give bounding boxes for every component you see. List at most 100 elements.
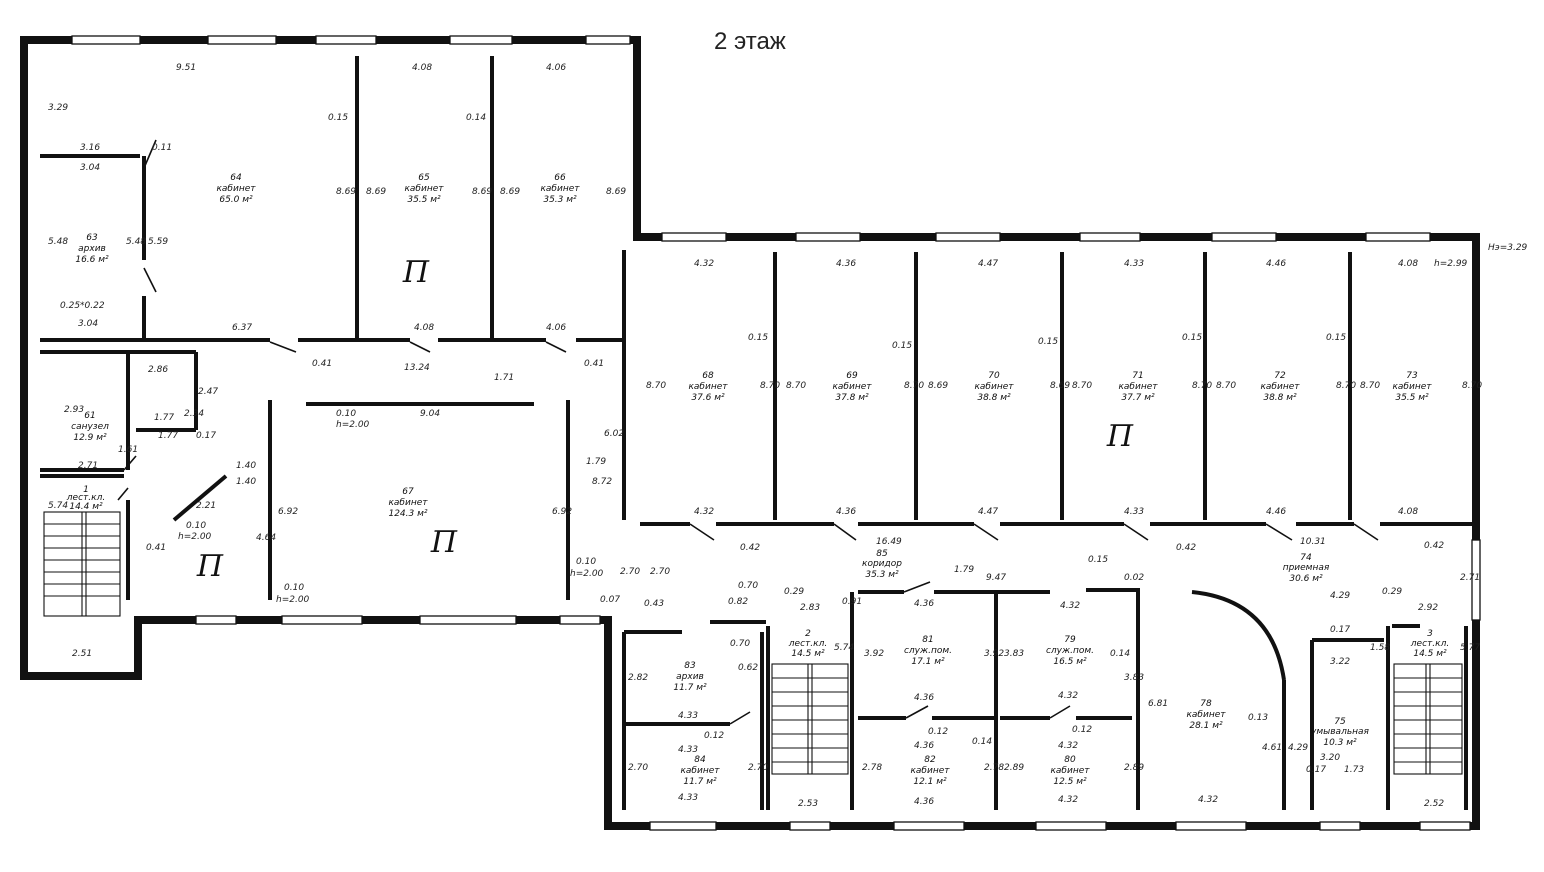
- room-type: кабинет: [388, 498, 428, 508]
- dim-label: 1.40: [236, 461, 256, 471]
- room-num: 67: [402, 487, 414, 497]
- windows: [71, 35, 1481, 831]
- room-area: 11.7 м²: [673, 683, 707, 693]
- dim-label: 4.33: [678, 745, 698, 755]
- dim-label: 1.79: [586, 457, 606, 467]
- dim-label: 4.36: [914, 599, 934, 609]
- dim-label: 1.77: [154, 413, 174, 423]
- dim-label: 4.36: [836, 507, 856, 517]
- door-swings: [117, 139, 1379, 725]
- dimension-labels: 9.51 4.08 4.06 3.29 3.16 0.11 3.04 0.15 …: [48, 63, 1528, 809]
- dim-label: 8.70: [904, 381, 924, 391]
- dim-label: 0.25*0.22: [60, 301, 105, 311]
- dim-label: 8.69: [336, 187, 356, 197]
- room-area: 14.4 м²: [69, 502, 103, 512]
- room-type: служ.пом.: [904, 646, 952, 656]
- room-type: санузел: [71, 422, 109, 432]
- dim-label: 4.08: [1398, 259, 1418, 269]
- room-type: лест.кл.: [788, 639, 827, 649]
- room-area: 12.9 м²: [73, 433, 107, 443]
- dim-label: 0.07: [600, 595, 620, 605]
- dim-label: 8.69: [366, 187, 386, 197]
- dim-label: 3.29: [48, 103, 68, 113]
- dim-label: 4.61: [1262, 743, 1282, 753]
- room-num: 75: [1334, 717, 1346, 727]
- dim-label: 4.29: [1288, 743, 1308, 753]
- dim-label: 4.08: [1398, 507, 1418, 517]
- dim-label: 3.16: [80, 143, 100, 153]
- room-type: умывальная: [1310, 727, 1369, 737]
- dim-label: 8.70: [1336, 381, 1356, 391]
- dim-label: h=2.00: [336, 420, 370, 430]
- room-num: 69: [846, 371, 858, 381]
- dim-label: 4.64: [256, 533, 276, 543]
- room-type: кабинет: [1260, 382, 1300, 392]
- dim-label: h=2.00: [276, 595, 310, 605]
- dim-label: 8.70: [646, 381, 666, 391]
- dim-label: 2.21: [196, 501, 216, 511]
- dim-label: 5.59: [148, 237, 168, 247]
- dim-label: 4.08: [412, 63, 432, 73]
- dim-label: 0.62: [738, 663, 758, 673]
- header-note: Нэ=3.29: [1488, 243, 1528, 253]
- room-num: 79: [1064, 635, 1076, 645]
- room-area: 35.5 м²: [1395, 393, 1429, 403]
- dim-label: 1.40: [236, 477, 256, 487]
- room-num: 78: [1200, 699, 1212, 709]
- room-type: служ.пом.: [1046, 646, 1094, 656]
- room-type: кабинет: [404, 184, 444, 194]
- room-area: 38.8 м²: [977, 393, 1011, 403]
- dim-label: 0.17: [1330, 625, 1350, 635]
- dim-label: 10.31: [1300, 537, 1326, 547]
- dim-label: 4.06: [546, 323, 566, 333]
- dim-label: 3.83: [1004, 649, 1024, 659]
- dim-label: 4.08: [414, 323, 434, 333]
- dim-label: 2.34: [184, 409, 204, 419]
- dim-label: 0.12: [928, 727, 948, 737]
- dim-label: 3.92: [864, 649, 884, 659]
- room-type: коридор: [862, 559, 902, 569]
- room-num: 2: [805, 629, 811, 639]
- dim-label: 0.29: [784, 587, 804, 597]
- dim-label: h=2.99: [1434, 259, 1468, 269]
- room-num: 73: [1406, 371, 1418, 381]
- dim-label: 8.70: [1216, 381, 1236, 391]
- dim-label: 0.14: [972, 737, 992, 747]
- room-labels: 64 кабинет 65.0 м² 65 кабинет 35.5 м² 66…: [66, 173, 1449, 787]
- room-type: кабинет: [540, 184, 580, 194]
- dim-label: 8.69: [1050, 381, 1070, 391]
- dim-label: 9.51: [176, 63, 196, 73]
- dim-label: 3.92: [984, 649, 1004, 659]
- room-area: 16.5 м²: [1053, 657, 1087, 667]
- dim-label: 0.91: [842, 597, 862, 607]
- dim-label: 2.78: [862, 763, 882, 773]
- dim-label: 0.17: [196, 431, 216, 441]
- dim-label: 5.48: [48, 237, 68, 247]
- dim-label: 4.36: [914, 693, 934, 703]
- dim-label: 2.89: [1124, 763, 1144, 773]
- room-type: кабинет: [1118, 382, 1158, 392]
- dim-label: 6.92: [278, 507, 298, 517]
- dim-label: 8.69: [472, 187, 492, 197]
- dim-label: 4.29: [1330, 591, 1350, 601]
- dim-label: 3.83: [1124, 673, 1144, 683]
- dim-label: 2.86: [148, 365, 168, 375]
- dim-label: 2.78: [984, 763, 1004, 773]
- room-num: 64: [230, 173, 242, 183]
- room-type: кабинет: [1050, 766, 1090, 776]
- dim-label: 0.13: [1248, 713, 1268, 723]
- dim-label: 4.36: [914, 741, 934, 751]
- dim-label: 2.70: [748, 763, 768, 773]
- dim-label: 2.70: [620, 567, 640, 577]
- room-area: 37.6 м²: [691, 393, 725, 403]
- dim-label: 8.70: [1192, 381, 1212, 391]
- room-area: 14.5 м²: [791, 649, 825, 659]
- room-type: приемная: [1283, 563, 1330, 573]
- room-num: 83: [684, 661, 696, 671]
- dim-label: 0.42: [1424, 541, 1444, 551]
- room-type: архив: [78, 244, 106, 254]
- room-num: 68: [702, 371, 714, 381]
- dim-label: 0.15: [1088, 555, 1108, 565]
- dim-label: 0.70: [738, 581, 758, 591]
- dim-label: 6.02: [604, 429, 624, 439]
